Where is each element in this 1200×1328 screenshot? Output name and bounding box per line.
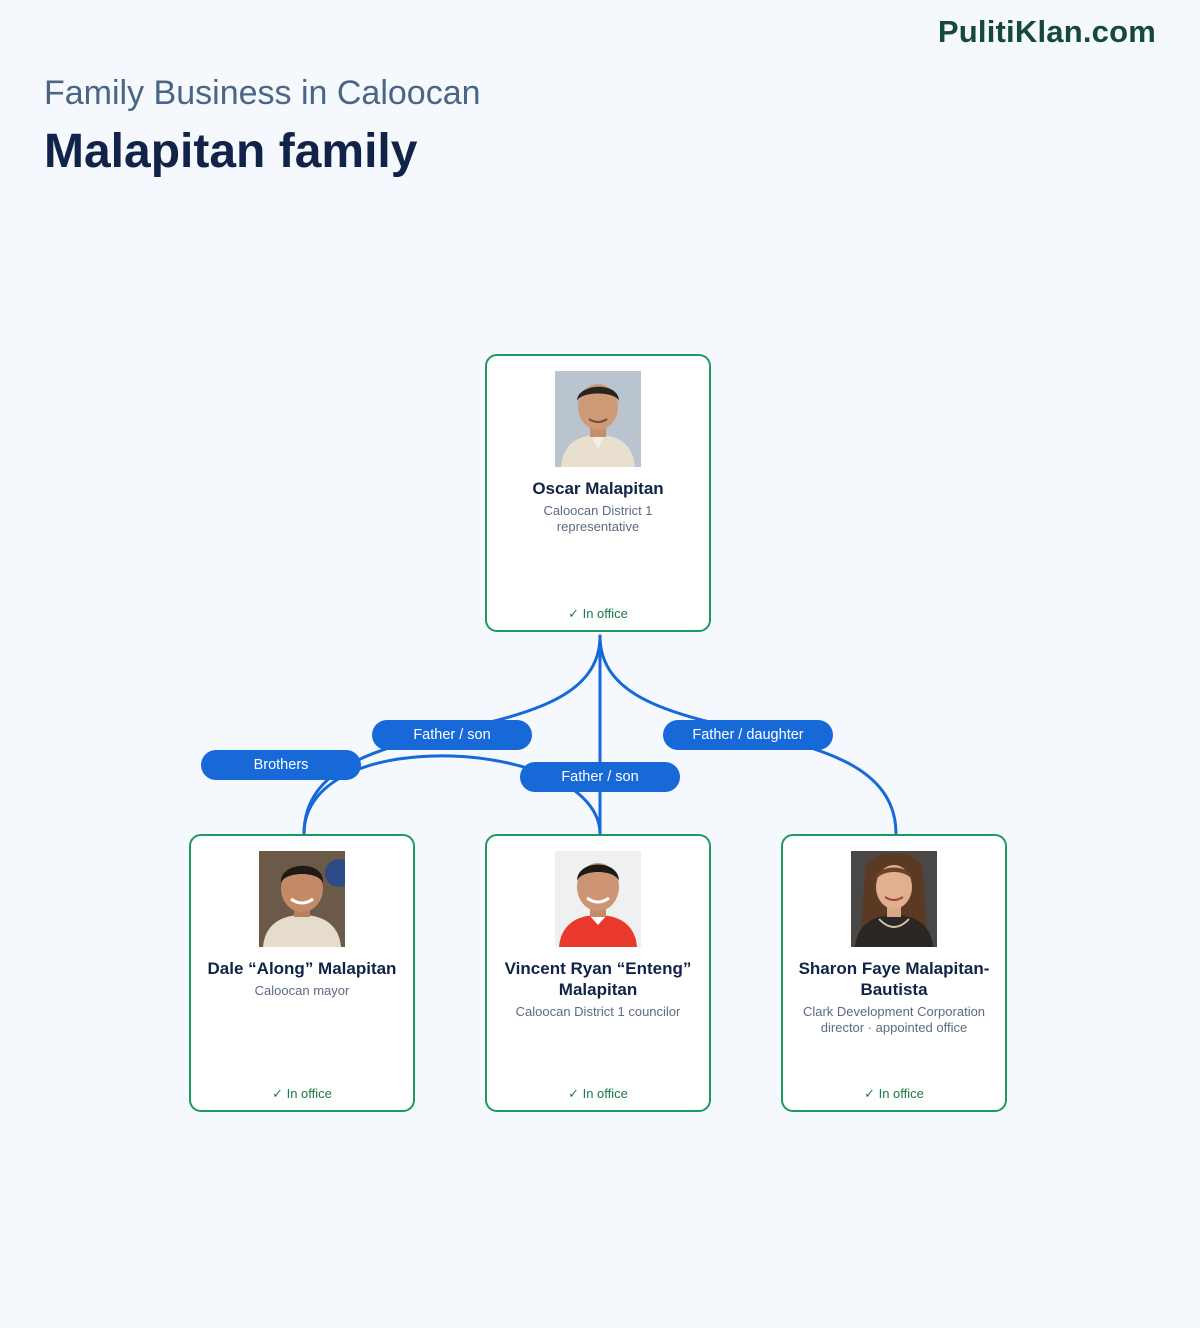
page-subtitle: Family Business in Caloocan [44,74,481,112]
status-badge-dale: ✓ In office [272,1086,332,1101]
relation-label-brothers: Brothers [201,750,361,780]
person-name-vincent: Vincent Ryan “Enteng” Malapitan [504,959,692,999]
person-name-dale: Dale “Along” Malapitan [207,959,397,978]
portrait-oscar [555,371,641,467]
person-name-sharon: Sharon Faye Malapitan-Bautista [798,959,990,999]
edge-dale-vincent [302,754,602,836]
person-card-sharon[interactable]: Sharon Faye Malapitan-Bautista Clark Dev… [781,834,1007,1112]
portrait-sharon [851,851,937,947]
status-badge-sharon: ✓ In office [864,1086,924,1101]
person-role-sharon: Clark Development Corporation director ·… [802,1004,986,1035]
portrait-vincent [555,851,641,947]
status-badge-oscar: ✓ In office [568,606,628,621]
person-role-oscar: Caloocan District 1 representative [543,503,653,534]
person-role-dale: Caloocan mayor [254,983,350,998]
person-role-vincent: Caloocan District 1 councilor [515,1004,681,1019]
page-title: Malapitan family [44,125,418,178]
status-badge-vincent: ✓ In office [568,1086,628,1101]
person-card-oscar[interactable]: Oscar Malapitan Caloocan District 1 repr… [485,354,711,632]
brand-logo-text[interactable]: PulitiKlan.com [937,14,1156,49]
relation-label-oscar-sharon: Father / daughter [663,720,833,750]
person-card-vincent[interactable]: Vincent Ryan “Enteng” Malapitan Caloocan… [485,834,711,1112]
person-card-dale[interactable]: Dale “Along” Malapitan Caloocan mayor ✓ … [189,834,415,1112]
relation-label-oscar-dale: Father / son [372,720,532,750]
portrait-dale [259,851,345,947]
relation-label-oscar-vincent: Father / son [520,762,680,792]
person-name-oscar: Oscar Malapitan [532,479,664,498]
